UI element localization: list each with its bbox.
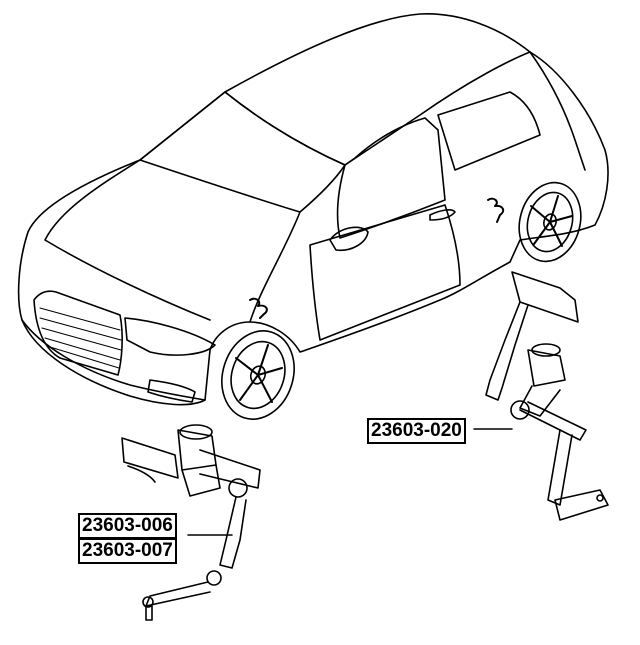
front-level-sensor-illustration (121, 424, 261, 621)
rear-pillar (529, 51, 586, 171)
headlight (124, 317, 216, 356)
rear-wheel (518, 181, 582, 263)
hood-crease (249, 211, 301, 323)
front-sensor-location-marker (249, 297, 268, 319)
windshield (139, 91, 346, 213)
car-silhouette (17, 13, 609, 406)
side-window-rear (437, 91, 541, 171)
front-wheel (221, 330, 295, 420)
fog-light (147, 379, 196, 403)
roof-line (224, 51, 531, 166)
side-mirror (329, 226, 369, 252)
side-window-front (336, 117, 446, 239)
rear-sensor-body (527, 349, 566, 387)
front-sensor-arm (219, 496, 247, 569)
part-label-front-sensor-2: 23603-007 (78, 538, 177, 564)
car-illustration (17, 13, 609, 420)
rear-sensor-pivot (510, 400, 530, 420)
door-handle (429, 209, 456, 221)
door-outline (309, 204, 461, 341)
grille (33, 290, 123, 376)
part-label-front-sensor-1: 23603-006 (78, 513, 177, 539)
rear-sensor-bracket (511, 271, 579, 323)
rear-sensor-location-marker (487, 197, 505, 223)
rear-sensor-link (547, 429, 573, 506)
rear-sensor-bracket-lower (554, 489, 609, 521)
front-bumper (21, 319, 206, 401)
hood-line (44, 159, 211, 321)
front-sensor-mount (199, 449, 261, 489)
grille-bars (39, 307, 122, 369)
front-sensor-pivot (228, 478, 248, 498)
rear-sensor-arm (519, 401, 587, 441)
rear-level-sensor-illustration (473, 271, 609, 521)
front-sensor-link (145, 581, 211, 607)
front-sensor-bracket (121, 437, 179, 479)
part-label-rear-sensor: 23603-020 (367, 418, 466, 444)
